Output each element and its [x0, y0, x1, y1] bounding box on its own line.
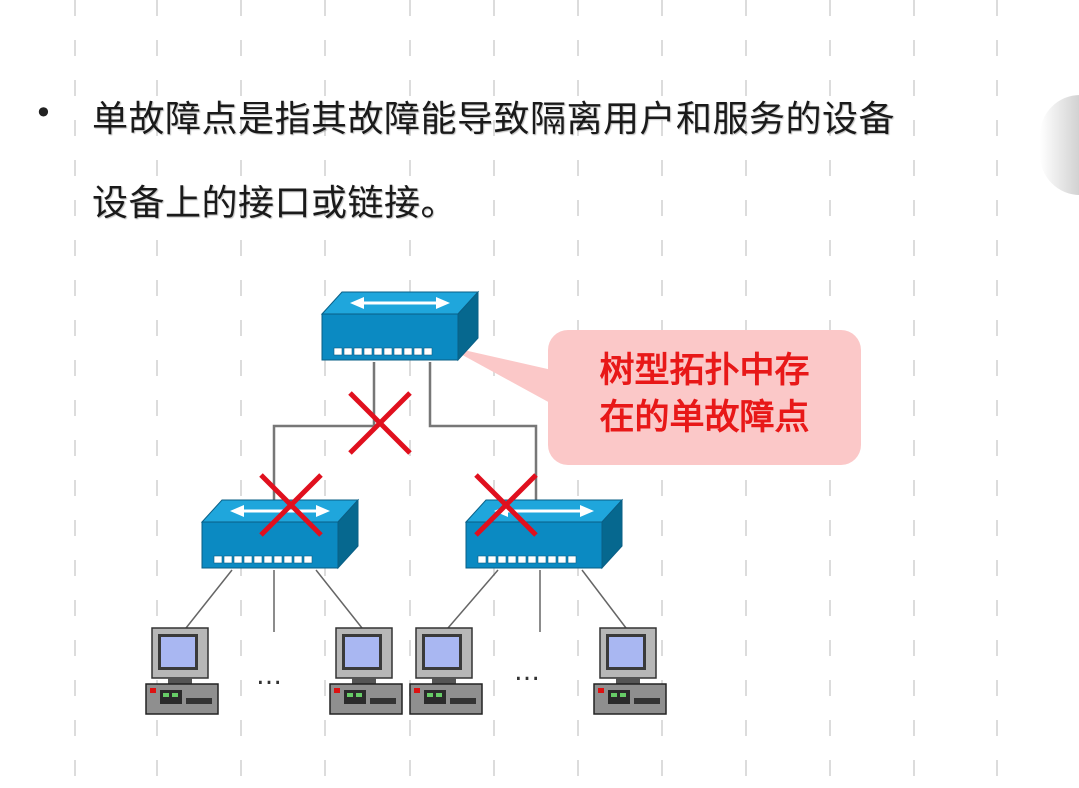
bullet-line-2: 设备上的接口或链接。	[92, 183, 458, 224]
left-switch-icon	[200, 498, 360, 570]
link-root-right	[428, 362, 538, 500]
ellipsis-left: …	[256, 661, 282, 691]
core-switch-icon	[320, 290, 480, 362]
link-left-pc2	[315, 569, 363, 629]
callout-box: 树型拓扑中存 在的单故障点	[548, 330, 861, 465]
pc-links	[185, 569, 627, 632]
link-left-pc1	[185, 569, 233, 629]
link-right-pc2	[581, 569, 627, 629]
network-links	[272, 362, 538, 500]
link-right-pc1	[447, 569, 499, 629]
callout-line-1: 树型拓扑中存	[599, 351, 810, 391]
ellipsis-right: …	[514, 657, 540, 687]
callout-pointer	[446, 346, 552, 404]
pc-icon-4	[593, 627, 667, 715]
bullet-line-1: 单故障点是指其故障能导致隔离用户和服务的设备	[92, 99, 896, 140]
right-switch-icon	[464, 498, 624, 570]
link-root-left	[272, 362, 376, 500]
callout-text: 树型拓扑中存 在的单故障点	[548, 348, 861, 442]
pc-icon-2	[329, 627, 403, 715]
callout-line-2: 在的单故障点	[599, 398, 810, 438]
pc-icon-1	[145, 627, 219, 715]
pc-icon-3	[409, 627, 483, 715]
failure-x-icon-root	[350, 393, 410, 453]
bullet-dot: •	[34, 94, 53, 132]
